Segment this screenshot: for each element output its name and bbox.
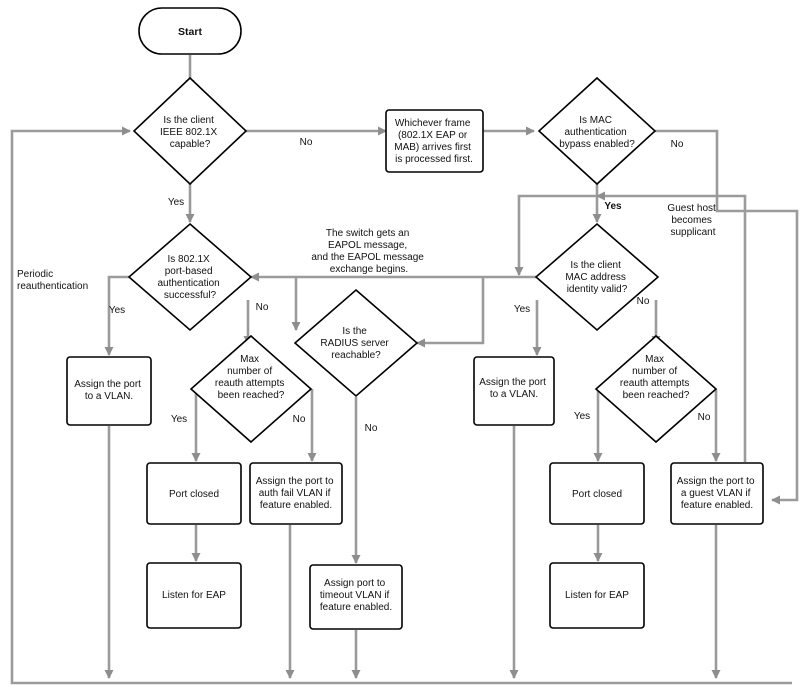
decision-max-reauth-left: [189, 334, 313, 444]
arrow-eapol-to-radius: [416, 277, 485, 348]
process-assign-vlan-right: [473, 356, 555, 426]
process-guest-vlan: [670, 462, 764, 525]
label-yes-mac-valid: Yes: [514, 304, 530, 315]
label-yes-reauth-left: Yes: [171, 414, 187, 425]
process-port-closed-right-label: Port closed: [572, 489, 622, 500]
label-yes-mab: Yes: [604, 201, 622, 212]
label-no-mab: No: [671, 139, 684, 150]
decision-radius-reachable-label: Is the RADIUS server reachable?: [320, 326, 391, 361]
process-timeout-vlan-label: Assign port to timeout VLAN if feature e…: [320, 578, 392, 613]
process-assign-vlan-right-label: Assign the port to a VLAN.: [479, 377, 549, 400]
process-assign-vlan-left: [66, 356, 152, 426]
connectors: [10, 55, 799, 685]
arrow-guest-supplicant: [596, 191, 747, 462]
label-periodic-reauth: Periodic reauthentication: [17, 269, 88, 292]
decision-8021x-capable: [132, 76, 248, 186]
process-whichever-frame-label: Whichever frame (802.1X EAP or MAB) arri…: [394, 118, 473, 165]
decision-mab-enabled-label: Is MAC authentication bypass enabled?: [559, 115, 635, 150]
decision-radius-reachable: [293, 288, 419, 398]
label-no-portbased: No: [256, 302, 269, 313]
process-auth-fail-vlan-label: Assign the port to auth fail VLAN if fea…: [256, 476, 337, 511]
process-listen-eap-left: [146, 562, 242, 629]
label-guest-supplicant: Guest host becomes supplicant: [667, 203, 718, 238]
decision-max-reauth-left-label: Max number of reauth attempts been reach…: [215, 354, 287, 401]
process-whichever-frame: [385, 109, 484, 173]
process-assign-vlan-left-label: Assign the port to a VLAN.: [74, 379, 144, 402]
decision-max-reauth-right-label: Max number of reauth attempts been reach…: [620, 354, 692, 401]
start-terminal: [138, 7, 242, 55]
process-port-closed-left-label: Port closed: [169, 489, 219, 500]
label-yes-portbased: Yes: [109, 305, 125, 316]
process-guest-vlan-label: Assign the port to a guest VLAN if featu…: [677, 476, 758, 511]
label-yes-reauth-right: Yes: [574, 411, 590, 422]
decision-8021x-capable-label: Is the client IEEE 802.1X capable?: [160, 115, 220, 150]
process-port-closed-right: [549, 462, 645, 525]
decision-portbased-success: [127, 222, 253, 332]
decision-portbased-success-label: Is 802.1X port-based authentication succ…: [157, 254, 222, 301]
decision-mac-valid-label: Is the client MAC address identity valid…: [565, 260, 628, 295]
process-timeout-vlan: [309, 564, 403, 630]
start-label: Start: [178, 26, 202, 38]
label-no-reauth-left: No: [293, 414, 306, 425]
label-no-mac-valid: No: [637, 296, 650, 307]
label-no-reauth-right: No: [698, 412, 711, 423]
process-listen-eap-right: [549, 562, 645, 629]
process-port-closed-left: [146, 462, 242, 525]
arrow-portbased-yes-to-vlan: [104, 275, 133, 356]
decision-mac-valid: [534, 222, 660, 332]
label-yes-capable: Yes: [168, 197, 184, 208]
arrow-periodic-reauth-loop: [10, 126, 792, 685]
arrow-mab-no-to-guest: [652, 129, 799, 505]
label-eapol-note: The switch gets an EAPOL message, and th…: [311, 228, 426, 275]
process-listen-eap-left-label: Listen for EAP: [162, 590, 226, 601]
process-auth-fail-vlan: [249, 462, 343, 525]
label-no-capable: No: [300, 137, 313, 148]
decision-max-reauth-right: [594, 334, 718, 444]
decision-mab-enabled: [537, 76, 657, 186]
arrow-eapol-to-mac-branch: [514, 194, 597, 276]
label-no-radius: No: [365, 423, 378, 434]
process-listen-eap-right-label: Listen for EAP: [565, 590, 629, 601]
